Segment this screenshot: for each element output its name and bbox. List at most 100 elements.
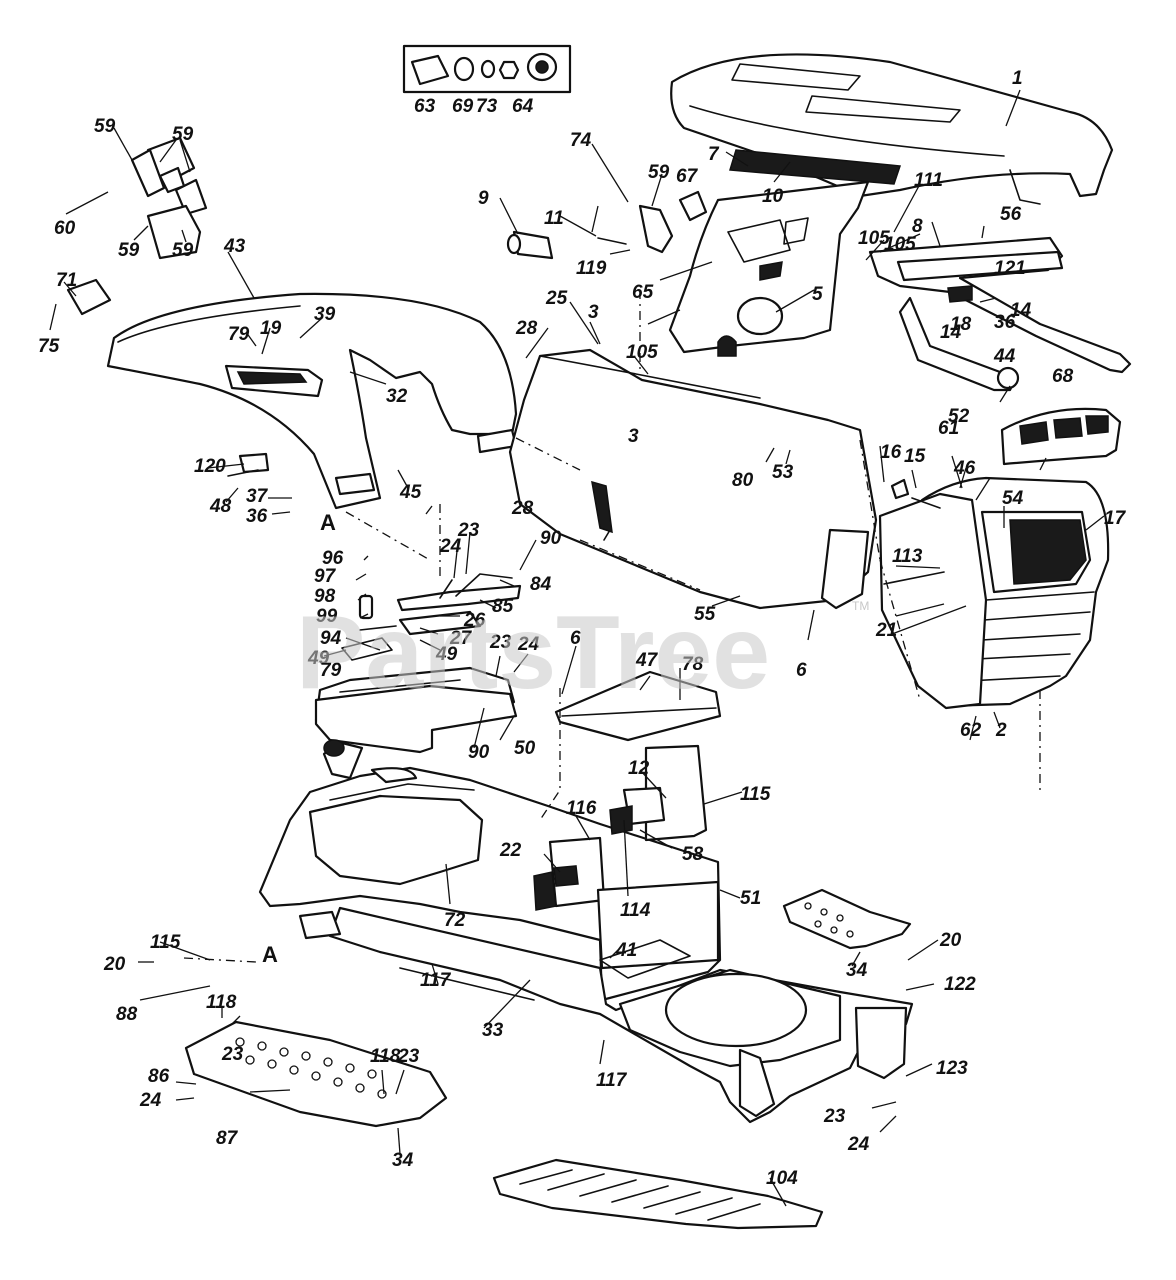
frame-and-tank bbox=[258, 739, 722, 1002]
callout: 59 bbox=[94, 116, 116, 137]
callout: 74 bbox=[570, 130, 592, 151]
callout: 10 bbox=[762, 186, 784, 207]
callout: 59 bbox=[118, 240, 140, 261]
assembly-lines bbox=[183, 290, 1041, 963]
callout: 94 bbox=[320, 628, 342, 649]
callout: 88 bbox=[116, 1004, 138, 1025]
callout: 46 bbox=[953, 458, 976, 479]
callout: 63 bbox=[414, 96, 436, 117]
callout: 84 bbox=[530, 574, 552, 595]
watermark-trademark: TM bbox=[852, 599, 869, 613]
ignition-switch bbox=[506, 230, 554, 260]
callout: 24 bbox=[139, 1090, 162, 1111]
callout: 118 bbox=[206, 992, 237, 1013]
side-panel bbox=[878, 478, 988, 710]
callout: 55 bbox=[694, 604, 716, 625]
callout: 79 bbox=[228, 324, 250, 345]
callout: 9 bbox=[478, 188, 489, 209]
callout: 120 bbox=[194, 456, 226, 477]
callout: 60 bbox=[54, 218, 76, 239]
callout: 61 bbox=[938, 418, 959, 439]
hood-latch-bracket bbox=[227, 452, 270, 477]
callout: 53 bbox=[772, 462, 794, 483]
battery-tray bbox=[314, 684, 518, 754]
callout: 105 bbox=[858, 228, 890, 249]
callout: 51 bbox=[740, 888, 761, 909]
callout: 25 bbox=[545, 288, 568, 309]
callout: 119 bbox=[576, 258, 607, 279]
callout: 7 bbox=[708, 144, 720, 165]
dash-panel bbox=[668, 180, 870, 357]
callout: 117 bbox=[420, 970, 452, 991]
callout: 59 bbox=[172, 240, 194, 261]
chassis-frame bbox=[298, 906, 914, 1124]
callout: 5 bbox=[812, 284, 823, 305]
callout: 14 bbox=[940, 322, 962, 343]
callout: 33 bbox=[482, 1020, 504, 1041]
callout: 59 bbox=[172, 124, 194, 145]
callout: 36 bbox=[994, 312, 1016, 333]
floor-mat bbox=[492, 1158, 824, 1230]
callout: 104 bbox=[766, 1168, 798, 1189]
callout: 16 bbox=[880, 442, 902, 463]
callout: 11 bbox=[544, 208, 564, 229]
callout: 37 bbox=[246, 486, 269, 507]
callout: 24 bbox=[439, 536, 462, 557]
callout: 21 bbox=[875, 620, 897, 641]
callout: 75 bbox=[38, 336, 60, 357]
callout: 67 bbox=[676, 166, 699, 187]
callout: 58 bbox=[682, 844, 704, 865]
callout: 113 bbox=[892, 546, 923, 567]
callout: 2 bbox=[995, 720, 1007, 741]
leader-lines bbox=[49, 89, 1105, 1207]
callout: 22 bbox=[499, 840, 522, 861]
callout: 45 bbox=[399, 482, 422, 503]
callout: 28 bbox=[511, 498, 534, 519]
callout: 115 bbox=[740, 784, 771, 805]
callout: 49 bbox=[435, 644, 458, 665]
callout: 68 bbox=[1052, 366, 1074, 387]
hood-bracket bbox=[868, 236, 1132, 392]
callout: 23 bbox=[823, 1106, 846, 1127]
callout: 19 bbox=[260, 318, 282, 339]
callout: 50 bbox=[514, 738, 536, 759]
callout: 111 bbox=[914, 170, 943, 191]
throttle-bracket bbox=[597, 190, 708, 254]
footrest-left bbox=[184, 1020, 448, 1128]
callout: 36 bbox=[246, 506, 268, 527]
grille-screen bbox=[729, 149, 902, 185]
callout: 17 bbox=[1104, 508, 1127, 529]
callout: 79 bbox=[320, 660, 342, 681]
latch-assembly bbox=[66, 136, 208, 316]
callout: 15 bbox=[904, 446, 926, 467]
callout: 87 bbox=[216, 1128, 239, 1149]
callout: 20 bbox=[103, 954, 126, 975]
callout: 96 bbox=[322, 548, 344, 569]
reference-marker-a-footrest: A bbox=[262, 942, 278, 967]
callout: 49 bbox=[307, 648, 330, 669]
callout: 48 bbox=[209, 496, 232, 517]
callout: 6 bbox=[570, 628, 581, 649]
callout: 41 bbox=[615, 940, 637, 961]
callout: 24 bbox=[517, 634, 540, 655]
callout: 52 bbox=[948, 406, 970, 427]
callout: 121 bbox=[994, 258, 1026, 279]
front-panel bbox=[508, 348, 878, 610]
callout: 73 bbox=[476, 96, 498, 117]
callout: 72 bbox=[444, 910, 466, 931]
callout: 3 bbox=[628, 426, 639, 447]
callout: 62 bbox=[960, 720, 982, 741]
callout: 23 bbox=[457, 520, 480, 541]
callout: 1 bbox=[1012, 68, 1023, 89]
callout: 98 bbox=[314, 586, 336, 607]
callout: 39 bbox=[314, 304, 336, 325]
callout: 90 bbox=[540, 528, 562, 549]
callout: 122 bbox=[944, 974, 976, 995]
callout: 27 bbox=[449, 628, 473, 649]
callout: 78 bbox=[682, 654, 704, 675]
callout: 59 bbox=[648, 162, 670, 183]
callout: 71 bbox=[56, 270, 77, 291]
footrest-left-holes bbox=[235, 1037, 387, 1099]
callout: 47 bbox=[635, 650, 659, 671]
